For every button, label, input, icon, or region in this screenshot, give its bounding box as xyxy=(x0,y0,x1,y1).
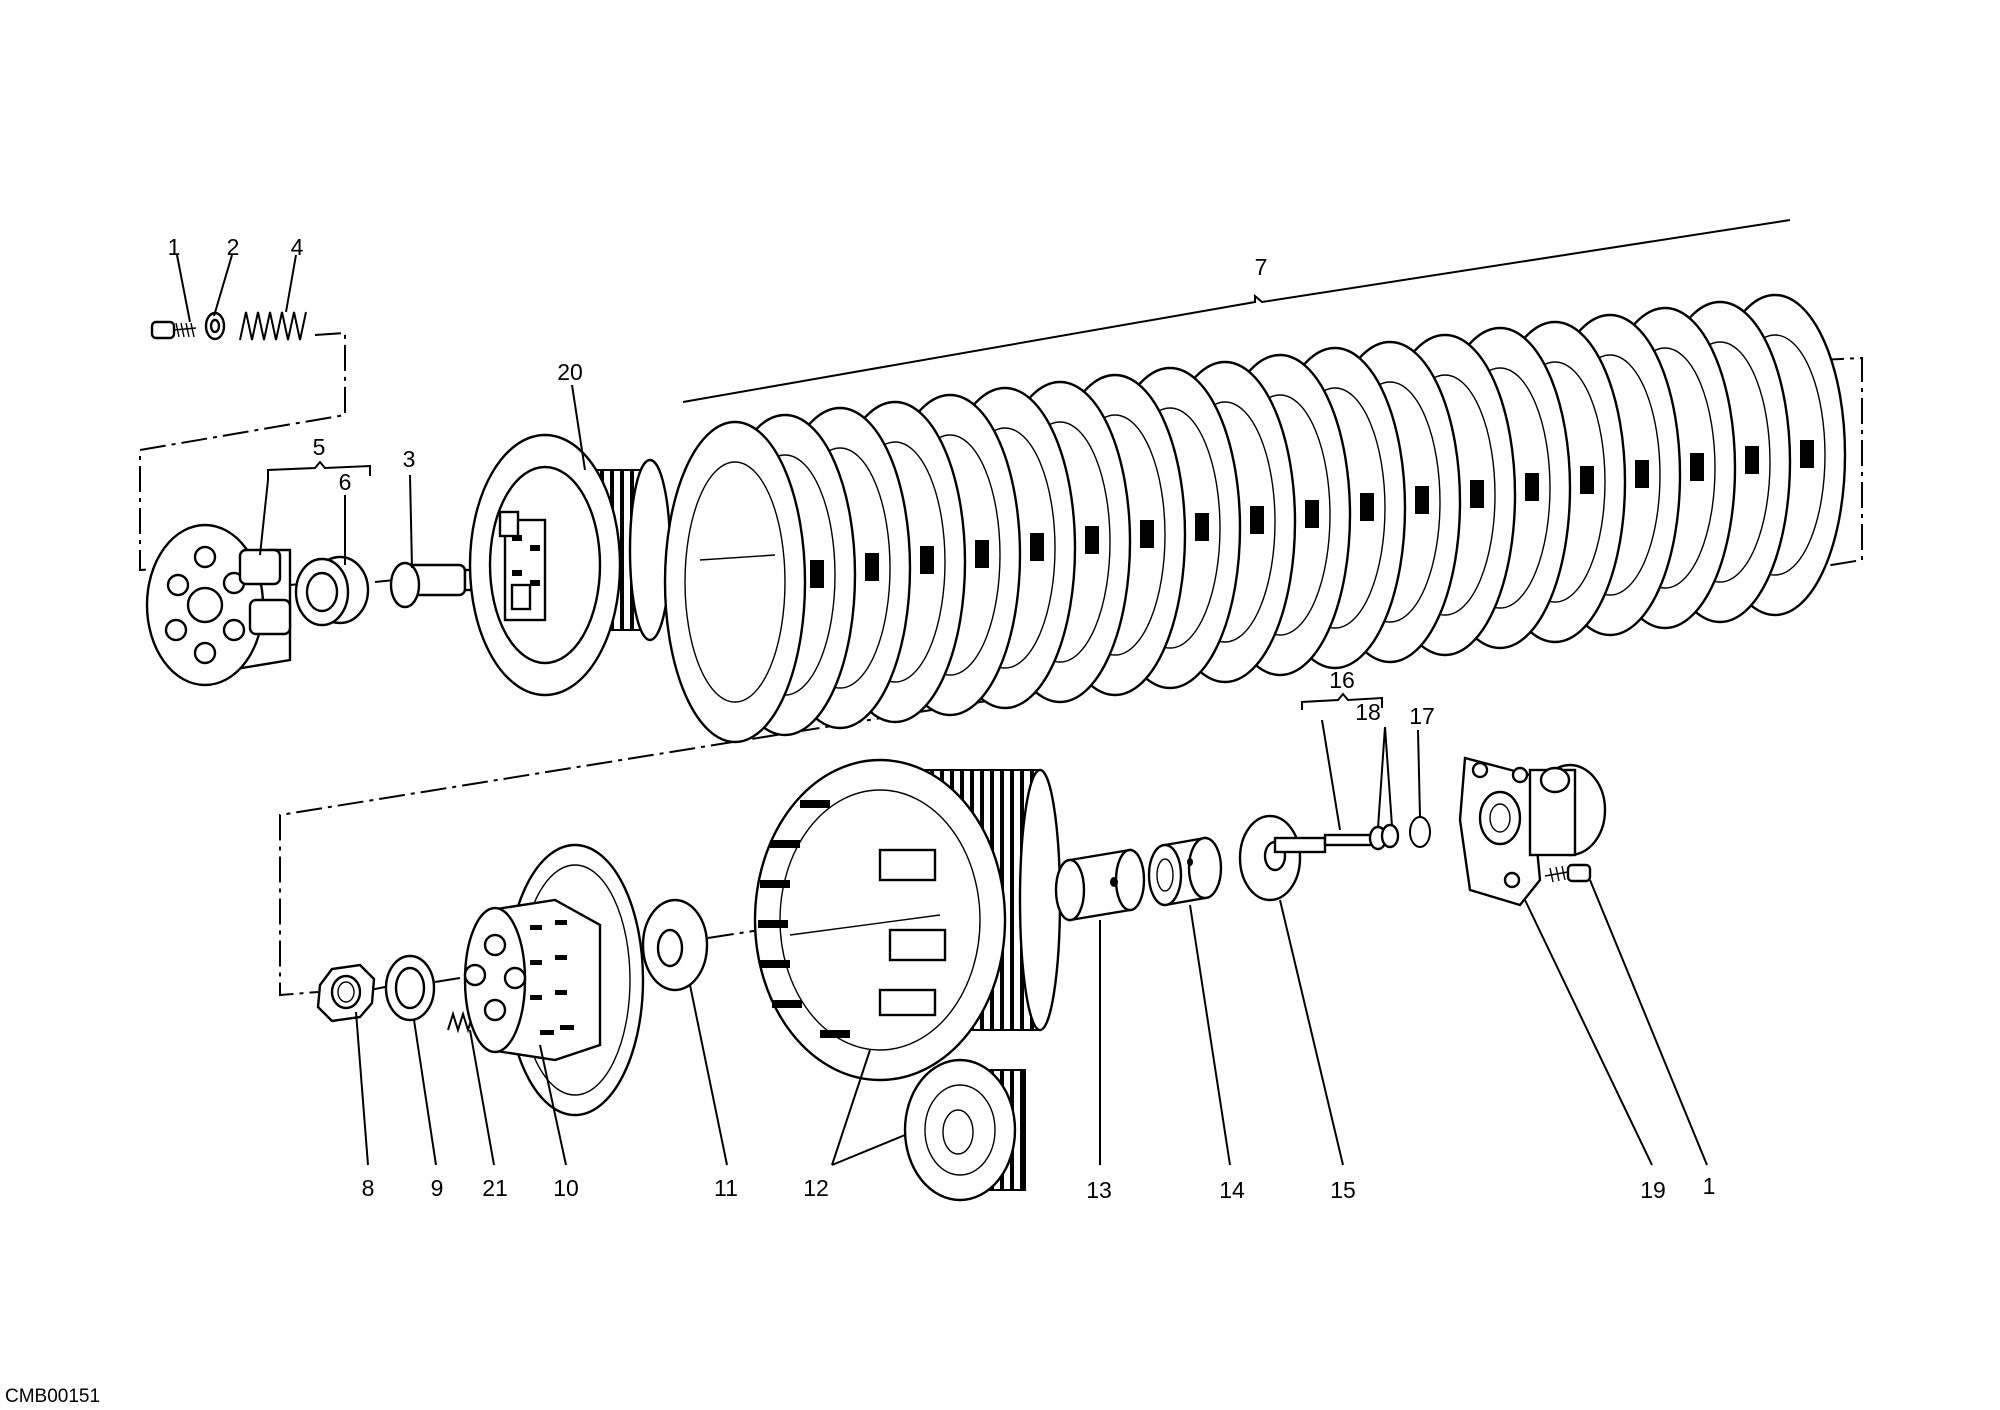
circlip-part-17 xyxy=(1409,816,1431,848)
callout-label: 2 xyxy=(227,234,240,260)
callout-label: 5 xyxy=(313,434,326,460)
bracket-5 xyxy=(267,460,371,480)
callout-label: 1 xyxy=(1703,1173,1716,1199)
leader-lines xyxy=(176,254,1708,1166)
callout-label: 9 xyxy=(431,1175,444,1201)
o-rings-part-18 xyxy=(1368,823,1400,851)
screw-part-1-bottom xyxy=(1544,863,1592,883)
callout-label: 13 xyxy=(1086,1177,1112,1203)
lock-washer-part-9 xyxy=(384,954,436,1022)
callout-label: 10 xyxy=(553,1175,579,1201)
clutch-drum-part-10 xyxy=(463,843,645,1117)
callout-label: 3 xyxy=(403,446,416,472)
thrust-washer-part-11 xyxy=(641,898,709,992)
screw-part-1-top xyxy=(150,320,197,340)
needle-bearing-part-14 xyxy=(1147,836,1223,907)
primary-gear-part-12 xyxy=(903,1058,1026,1202)
drawing-code: CMB00151 xyxy=(5,1386,100,1407)
spacer-part-13 xyxy=(1054,848,1146,922)
slave-cylinder-part-19 xyxy=(1458,756,1607,907)
callout-label: 8 xyxy=(362,1175,375,1201)
washer-part-15 xyxy=(1238,814,1302,902)
callout-label: 17 xyxy=(1409,703,1435,729)
callout-label: 21 xyxy=(482,1175,508,1201)
callout-labels: 1 2 4 5 6 3 20 7 16 18 17 8 9 21 10 11 1… xyxy=(168,234,1716,1203)
nut-part-8 xyxy=(316,963,376,1023)
callout-label: 19 xyxy=(1640,1177,1666,1203)
callout-label: 7 xyxy=(1255,254,1268,280)
callout-label: 6 xyxy=(339,469,352,495)
washer-part-2 xyxy=(204,311,226,341)
callout-label: 18 xyxy=(1355,699,1381,725)
pushrod-part-16 xyxy=(1273,833,1382,854)
callout-label: 11 xyxy=(714,1175,738,1201)
callout-label: 15 xyxy=(1330,1177,1356,1203)
bracket-7 xyxy=(682,219,1791,403)
clutch-hub-part-20 xyxy=(468,433,672,697)
bracket-16 xyxy=(1301,692,1383,710)
pressure-plate-part-5 xyxy=(145,523,292,687)
clutch-basket-part-12 xyxy=(753,758,1062,1082)
callout-label: 16 xyxy=(1329,667,1355,693)
bearing-part-6 xyxy=(294,555,370,627)
callout-label: 4 xyxy=(291,234,304,260)
callout-label: 12 xyxy=(803,1175,829,1201)
spring-part-4 xyxy=(239,311,307,341)
clutch-plate-stack-part-7 xyxy=(663,293,1847,744)
callout-label: 1 xyxy=(168,234,181,260)
callout-label: 14 xyxy=(1219,1177,1245,1203)
callout-label: 20 xyxy=(557,359,583,385)
